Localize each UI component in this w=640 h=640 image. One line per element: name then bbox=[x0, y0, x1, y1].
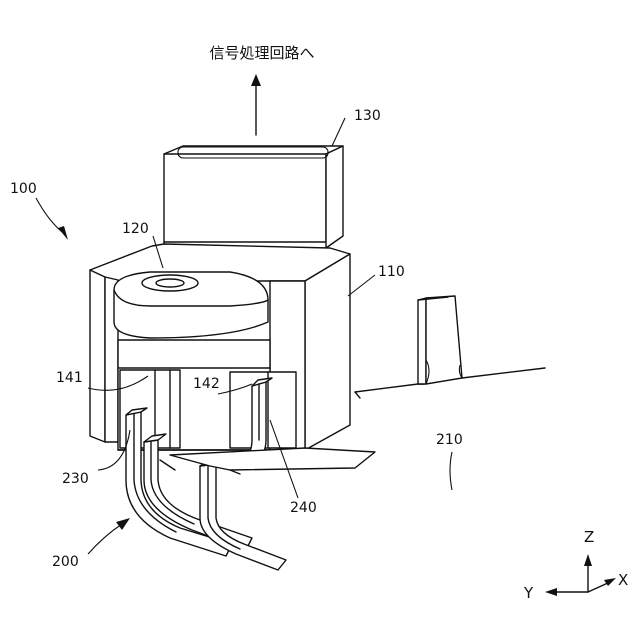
substrate-210 bbox=[355, 296, 545, 398]
label-240: 240 bbox=[290, 500, 317, 516]
connector-130 bbox=[164, 146, 343, 248]
label-130: 130 bbox=[354, 108, 381, 124]
label-142: 142 bbox=[193, 376, 220, 392]
axis-z-label: Z bbox=[584, 528, 594, 546]
label-100: 100 bbox=[10, 181, 37, 197]
axis-x-label: X bbox=[618, 571, 628, 589]
label-141: 141 bbox=[56, 370, 83, 386]
label-230: 230 bbox=[62, 471, 89, 487]
boss-120 bbox=[114, 272, 268, 338]
label-210: 210 bbox=[436, 432, 463, 448]
title-text: 信号処理回路へ bbox=[209, 44, 314, 62]
label-120: 120 bbox=[122, 221, 149, 237]
label-200: 200 bbox=[52, 554, 79, 570]
axis-indicator bbox=[545, 554, 616, 596]
axis-y-label: Y bbox=[523, 584, 534, 602]
lead-plate bbox=[160, 448, 375, 474]
signal-arrow bbox=[251, 74, 261, 135]
ref-arrow-100 bbox=[36, 198, 68, 240]
label-110: 110 bbox=[378, 264, 405, 280]
ref-arrow-200 bbox=[88, 518, 130, 554]
